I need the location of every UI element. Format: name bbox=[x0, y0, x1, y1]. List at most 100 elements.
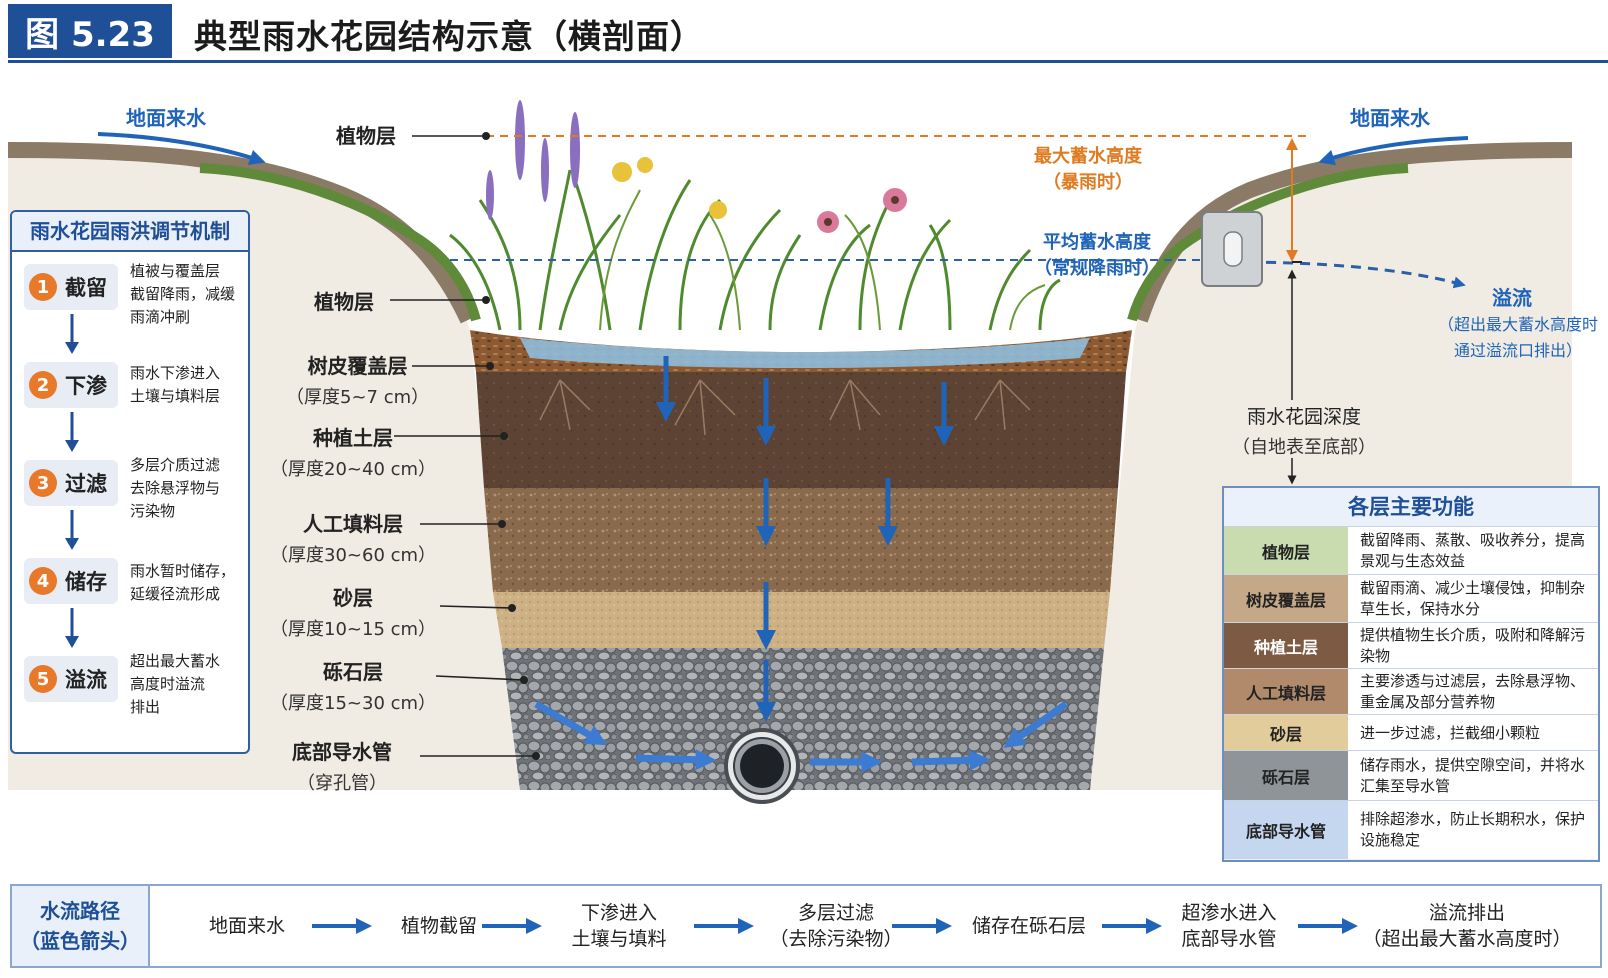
inflow-arrow-left bbox=[97, 132, 266, 166]
flow-path-panel: 水流路径 （蓝色箭头） 地面来水 植物截留 下渗进入土壤与填料 多层过滤（去除污… bbox=[10, 884, 1602, 968]
function-row: 植物层 截留降雨、蒸散、吸收养分，提高景观与生态效益 bbox=[1224, 526, 1598, 575]
mechanism-step-3: 3 过滤 bbox=[24, 460, 118, 506]
flow-arrow-icon bbox=[1298, 918, 1358, 934]
step-arrow-icon bbox=[65, 314, 79, 354]
flow-step: 储存在砾石层 bbox=[971, 915, 1086, 937]
flow-arrow-icon bbox=[1102, 918, 1162, 934]
step-description: 植被与覆盖层 截留降雨，减缓 雨滴冲刷 bbox=[130, 262, 236, 326]
figure-header: 图 5.23 典型雨水花园结构示意（横剖面） bbox=[8, 4, 1608, 63]
step-arrow-icon bbox=[65, 412, 79, 452]
function-description: 主要渗透与过滤层，去除悬浮物、重金属及部分营养物 bbox=[1360, 672, 1586, 711]
function-description: 截留雨滴、减少土壤侵蚀，抑制杂草生长，保持水分 bbox=[1360, 579, 1586, 618]
step-description: 超出最大蓄水 高度时溢流 排出 bbox=[130, 652, 221, 716]
plants bbox=[449, 100, 1061, 331]
layer-label-plant: 植物层 bbox=[314, 290, 374, 314]
inflow-arrow-right bbox=[1318, 136, 1469, 166]
function-table: 各层主要功能 植物层 截留降雨、蒸散、吸收养分，提高景观与生态效益 树皮覆盖层 … bbox=[1222, 486, 1600, 862]
function-layer-name: 底部导水管 bbox=[1224, 801, 1348, 859]
layer-label-pipe: 底部导水管 （穿孔管） bbox=[292, 740, 392, 794]
flow-arrow-icon bbox=[482, 918, 542, 934]
step-arrow-icon bbox=[65, 510, 79, 550]
gravel-layer bbox=[502, 648, 1104, 790]
layer-label-sand: 砂层 （厚度10~15 cm） bbox=[270, 586, 437, 640]
flow-step: 溢流排出（超出最大蓄水高度时） bbox=[1362, 902, 1572, 950]
flow-step: 植物截留 bbox=[400, 915, 477, 937]
step-number: 3 bbox=[29, 469, 57, 497]
function-row: 底部导水管 排除超渗水，防止长期积水，保护设施稳定 bbox=[1224, 800, 1598, 859]
function-description: 提供植物生长介质，吸附和降解污染物 bbox=[1360, 626, 1586, 665]
depth-label: 雨水花园深度 （自地表至底部） bbox=[1232, 406, 1376, 458]
step-number: 1 bbox=[29, 273, 57, 301]
layer-label-fill: 人工填料层 （厚度30~60 cm） bbox=[270, 512, 437, 566]
top-plant-label: 植物层 bbox=[336, 124, 396, 148]
soil-layer bbox=[476, 372, 1126, 488]
function-layer-name: 砾石层 bbox=[1224, 751, 1348, 801]
overflow-opening bbox=[1223, 231, 1243, 267]
mechanism-title: 雨水花园雨洪调节机制 bbox=[12, 212, 248, 252]
flow-arrow-icon bbox=[892, 918, 952, 934]
flow-arrow-icon bbox=[312, 918, 372, 934]
overflow-label: 溢流 bbox=[1492, 286, 1532, 310]
max-level-label: 最大蓄水高度 （暴雨时） bbox=[1034, 146, 1142, 193]
step-name: 截留 bbox=[65, 276, 107, 300]
step-name: 溢流 bbox=[65, 668, 107, 692]
overflow-path bbox=[1231, 260, 1466, 289]
step-name: 过滤 bbox=[65, 472, 107, 496]
function-layer-name: 人工填料层 bbox=[1224, 669, 1348, 715]
function-row: 种植土层 提供植物生长介质，吸附和降解污染物 bbox=[1224, 622, 1598, 669]
mechanism-step-5: 5 溢流 bbox=[24, 656, 118, 702]
ponding-water bbox=[520, 338, 1090, 368]
flow-step: 地面来水 bbox=[208, 915, 285, 937]
step-name: 下渗 bbox=[65, 374, 107, 398]
mechanism-step-1: 1 截留 bbox=[24, 264, 118, 310]
leader-lines bbox=[390, 135, 536, 757]
function-table-title: 各层主要功能 bbox=[1224, 488, 1598, 527]
function-row: 砾石层 储存雨水，提供空隙空间，并将水汇集至导水管 bbox=[1224, 750, 1598, 801]
step-number: 5 bbox=[29, 665, 57, 693]
collection-arrows bbox=[534, 700, 1069, 773]
grass-left bbox=[199, 163, 481, 322]
overflow-note: （超出最大蓄水高度时 通过溢流口排出） bbox=[1438, 315, 1599, 360]
mechanism-step-4: 4 储存 bbox=[24, 558, 118, 604]
layer-label-gravel: 砾石层 （厚度15~30 cm） bbox=[270, 660, 437, 714]
function-layer-name: 植物层 bbox=[1224, 527, 1348, 575]
function-description: 排除超渗水，防止长期积水，保护设施稳定 bbox=[1360, 810, 1586, 849]
flow-step: 超渗水进入底部导水管 bbox=[1181, 902, 1277, 950]
function-row: 砂层 进一步过滤，拦截细小颗粒 bbox=[1224, 714, 1598, 751]
sand-layer bbox=[493, 592, 1110, 648]
mechanism-panel: 雨水花园雨洪调节机制 1 截留 植被与覆盖层 截留降雨，减缓 雨滴冲刷 2 下渗… bbox=[10, 210, 250, 754]
step-number: 4 bbox=[29, 567, 57, 595]
inflow-label-right: 地面来水 bbox=[1350, 106, 1430, 130]
flow-step: 下渗进入土壤与填料 bbox=[571, 902, 667, 950]
fill-layer bbox=[484, 488, 1118, 592]
flow-path-title: 水流路径 （蓝色箭头） bbox=[12, 886, 150, 966]
step-description: 雨水暂时储存， 延缓径流形成 bbox=[130, 562, 236, 603]
step-name: 储存 bbox=[65, 570, 107, 594]
figure-number: 图 5.23 bbox=[8, 4, 172, 58]
flow-arrow-icon bbox=[694, 918, 754, 934]
function-layer-name: 砂层 bbox=[1224, 715, 1348, 751]
avg-level-label: 平均蓄水高度 （常规降雨时） bbox=[1034, 232, 1160, 279]
figure-title: 典型雨水花园结构示意（横剖面） bbox=[194, 17, 704, 56]
function-row: 人工填料层 主要渗透与过滤层，去除悬浮物、重金属及部分营养物 bbox=[1224, 668, 1598, 715]
leader-dots bbox=[482, 132, 540, 760]
header-rule bbox=[8, 60, 1608, 63]
function-layer-name: 树皮覆盖层 bbox=[1224, 575, 1348, 623]
roots bbox=[539, 379, 1031, 436]
inflow-label-left: 地面来水 bbox=[126, 106, 206, 130]
perforated-pipe bbox=[724, 728, 800, 804]
flow-step: 多层过滤（去除污染物） bbox=[769, 902, 903, 950]
step-arrow-icon bbox=[65, 608, 79, 648]
function-layer-name: 种植土层 bbox=[1224, 623, 1348, 669]
layer-label-bark: 树皮覆盖层 （厚度5~7 cm） bbox=[286, 354, 430, 408]
function-description: 截留降雨、蒸散、吸收养分，提高景观与生态效益 bbox=[1360, 531, 1586, 570]
mechanism-step-2: 2 下渗 bbox=[24, 362, 118, 408]
function-row: 树皮覆盖层 截留雨滴、减少土壤侵蚀，抑制杂草生长，保持水分 bbox=[1224, 574, 1598, 623]
step-description: 多层介质过滤 去除悬浮物与 污染物 bbox=[130, 456, 221, 520]
step-description: 雨水下渗进入 土壤与填料层 bbox=[130, 364, 221, 405]
function-description: 进一步过滤，拦截细小颗粒 bbox=[1360, 723, 1541, 742]
infiltration-arrows bbox=[656, 356, 954, 722]
layer-label-soil: 种植土层 （厚度20~40 cm） bbox=[270, 426, 437, 480]
function-description: 储存雨水，提供空隙空间，并将水汇集至导水管 bbox=[1360, 756, 1586, 795]
step-number: 2 bbox=[29, 371, 57, 399]
